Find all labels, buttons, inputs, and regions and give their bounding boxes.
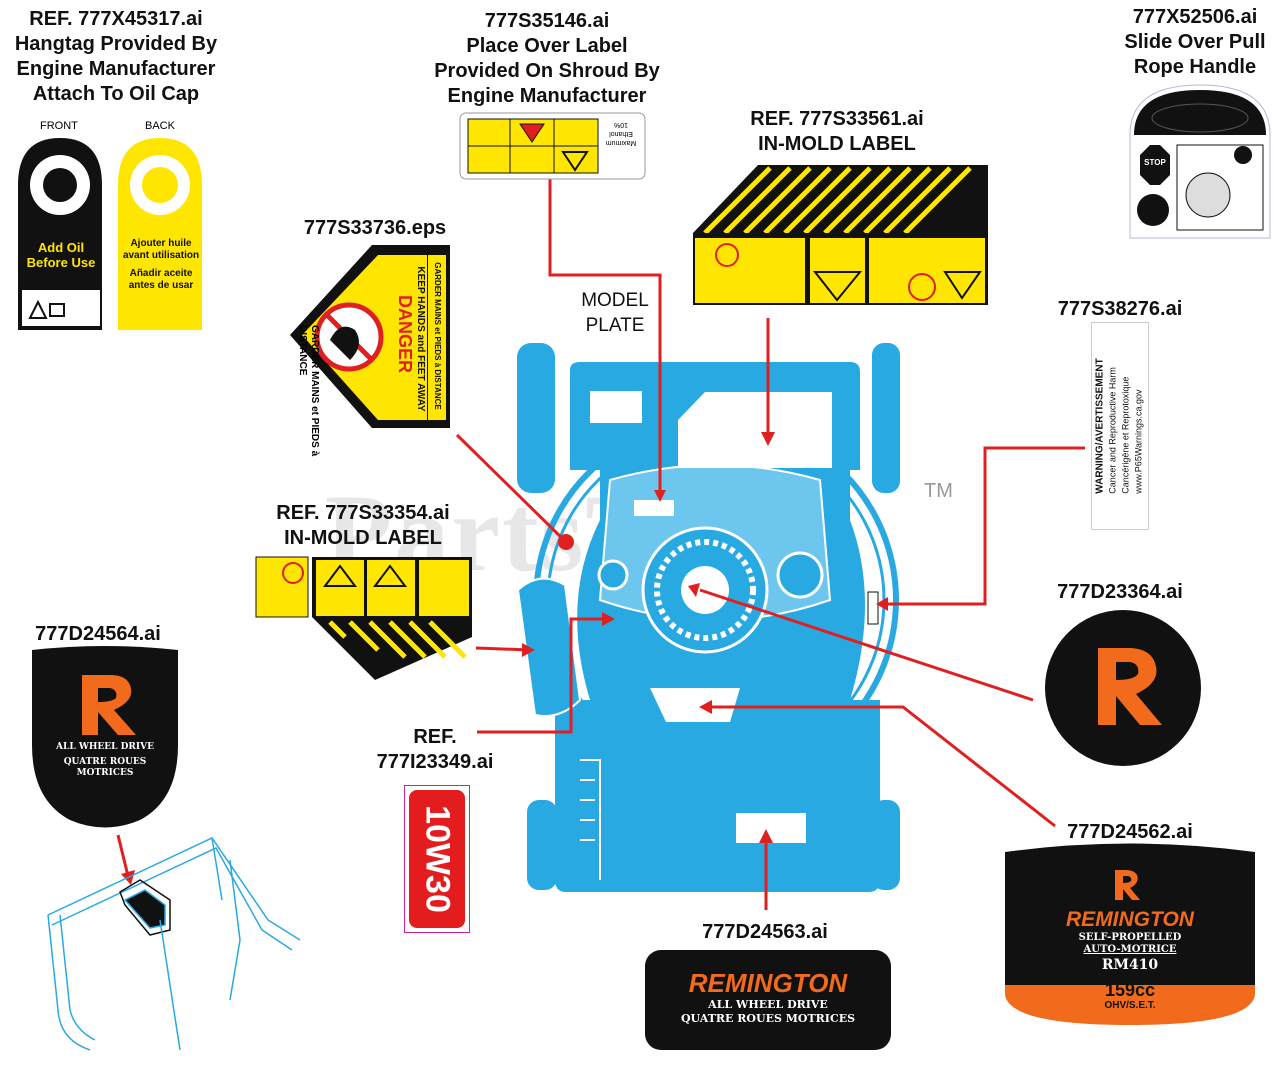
- badge-right-brand: REMINGTON: [1066, 908, 1194, 931]
- bottom-ref-label: 777D24563.ai: [702, 921, 828, 943]
- badge-round-graphic: [1045, 610, 1201, 766]
- logo-right-ref-label: 777D23364.ai: [1057, 581, 1183, 603]
- badge-right-model: RM410: [1101, 957, 1159, 973]
- danger-fr-wrap: GARDER MAINS et PIEDS à DISTANCE: [429, 255, 447, 420]
- prop65-ref-label: 777S38276.ai: [1057, 298, 1183, 320]
- badge-right-engine: OHV/S.E.T.: [1104, 1000, 1156, 1011]
- stop-sign-text: STOP: [1144, 158, 1166, 167]
- hangtag-back-graphic: [118, 138, 202, 330]
- inmold-left-graphic: [255, 556, 472, 680]
- badge-right-line2: AUTO-MOTRICE: [1083, 944, 1177, 955]
- trademark: TM: [924, 480, 953, 502]
- oil-label-text: 10W30: [418, 805, 457, 913]
- badge-right-text: REMINGTON SELF-PROPELLED AUTO-MOTRICE RM…: [1010, 908, 1250, 1012]
- danger-sub-wrap: KEEP HANDS and FEET AWAY: [410, 265, 430, 415]
- hangtag-back-caption: BACK: [145, 120, 175, 132]
- badge-right-line1: SELF-PROPELLED: [1078, 932, 1182, 943]
- inmold-top-graphic: [693, 165, 988, 305]
- shroud-label-graphic: [459, 112, 646, 180]
- right-badge-ref-label: 777D24562.ai: [1067, 821, 1193, 843]
- logo-left-ref-label: 777D24564.ai: [35, 623, 161, 645]
- danger-subtitle: KEEP HANDS and FEET AWAY: [415, 266, 426, 412]
- badge-left-graphic: [32, 646, 178, 828]
- danger-label-text: GARDER MAINS et PIEDS à DISTANCE: [297, 325, 320, 457]
- mower-body: [516, 343, 900, 892]
- badge-bottom-line2: QUATRE ROUES MOTRICES: [680, 1012, 856, 1025]
- hangtag-front-caption: FRONT: [40, 120, 78, 132]
- badge-right-graphic: [1005, 843, 1255, 1025]
- danger-french: GARDER MAINS et PIEDS à DISTANCE: [433, 262, 442, 410]
- hangtag-front-graphic: [18, 138, 102, 330]
- prop65-label: WARNING/AVERTISSEMENT Cancer and Reprodu…: [1091, 322, 1149, 530]
- badge-left-text: ALL WHEEL DRIVE QUATRE ROUES MOTRICES: [56, 742, 154, 778]
- pull-rope-graphic: [1129, 84, 1271, 239]
- leader-lines: [116, 160, 1085, 910]
- prop65-text: WARNING/AVERTISSEMENT Cancer and Reprodu…: [1094, 358, 1144, 494]
- oil-label: 10W30: [404, 785, 470, 933]
- badge-bottom-line1: ALL WHEEL DRIVE: [708, 998, 828, 1011]
- handle-wireframe: [47, 837, 301, 1051]
- badge-bottom-text: REMINGTON ALL WHEEL DRIVE QUATRE ROUES M…: [650, 968, 886, 1026]
- badge-right-cc: 159cc: [1104, 980, 1156, 1000]
- badge-bottom-graphic: [645, 950, 891, 1050]
- oil-ref-label: REF.777I23349.ai: [376, 726, 494, 773]
- badge-bottom-brand: REMINGTON: [688, 968, 848, 998]
- danger-label-graphic: [290, 245, 450, 428]
- danger-ref-label: 777S33736.eps: [303, 217, 447, 239]
